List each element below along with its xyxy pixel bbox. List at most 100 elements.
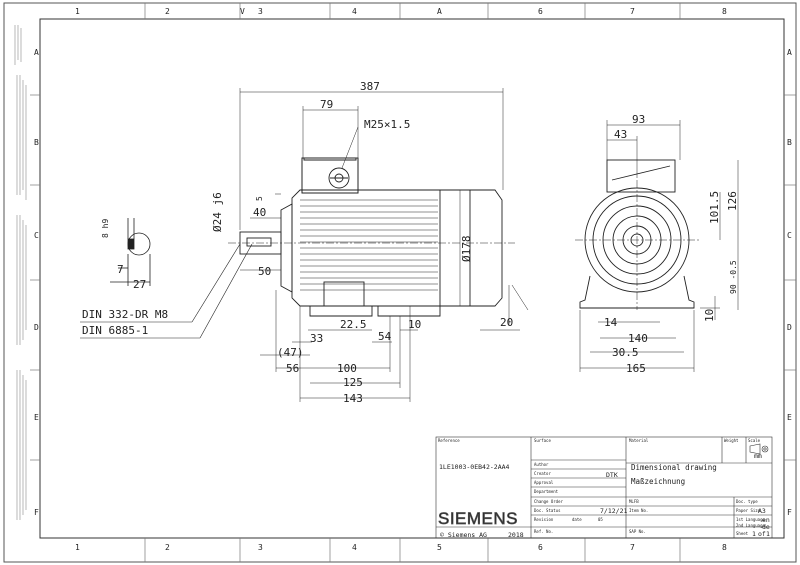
tb-surface-label: Surface — [534, 438, 551, 443]
tb-revision-label: Revision — [534, 517, 554, 522]
tb-copyright: © Siemens AG — [440, 531, 487, 539]
col-label-bottom-2: 2 — [165, 543, 170, 552]
tb-author-label: Author — [534, 462, 549, 467]
tb-lang2-label: 2nd Language — [736, 523, 765, 528]
dim-key-width: 8 h9 — [101, 219, 110, 238]
tb-creator-value: DTK — [606, 471, 618, 479]
col-label-top-3: 3 — [258, 7, 263, 16]
callout-key-standard: DIN 6885-1 — [82, 324, 148, 337]
dim-22-5: 22.5 — [340, 318, 367, 331]
dim-125: 125 — [343, 376, 363, 389]
tb-lang1: en — [762, 516, 770, 524]
col-label-top-5: A — [437, 7, 442, 16]
shaft-section — [110, 218, 151, 286]
col-label-top-7: 7 — [630, 7, 635, 16]
dim-overall-length: 387 — [360, 80, 380, 93]
col-label-top-6: 6 — [538, 7, 543, 16]
tb-creator-label: Creator — [534, 471, 551, 476]
dim-terminal-box-width: 79 — [320, 98, 333, 111]
tb-sheet-label: Sheet — [736, 531, 749, 536]
drive-end-shield — [280, 203, 293, 293]
legal-margin-text — [14, 25, 27, 520]
col-label-bottom-5: 5 — [437, 543, 442, 552]
row-label-left-d: D — [34, 323, 39, 332]
col-label-bottom-8: 8 — [722, 543, 727, 552]
zone-mark-top: V — [240, 7, 245, 16]
dim-100: 100 — [337, 362, 357, 375]
dim-shoulder: 5 — [255, 196, 264, 201]
tb-sheet-number: 1 — [752, 530, 756, 538]
zone-ticks — [30, 3, 796, 562]
col-label-top-4: 4 — [352, 7, 357, 16]
dim-key-depth: 7 — [117, 263, 124, 276]
dim-shaft-diameter: Ø24 j6 — [211, 192, 224, 232]
tb-scale-label: Scale — [748, 438, 761, 443]
col-label-bottom-1: 1 — [75, 543, 80, 552]
col-label-top-1: 1 — [75, 7, 80, 16]
fan-cover — [440, 189, 503, 307]
dim-165: 165 — [626, 362, 646, 375]
tb-change-order-label: Change Order — [534, 499, 563, 504]
terminal-box-outline — [301, 157, 359, 194]
tb-doc-type-label: Doc. type — [736, 499, 758, 504]
dim-10-end: 10 — [703, 309, 716, 322]
title-block — [435, 436, 773, 539]
tb-index-label: 05 — [598, 517, 603, 522]
tb-mlfb-label: MLFB — [629, 499, 639, 504]
dim-20: 20 — [500, 316, 513, 329]
row-label-right-a: A — [787, 48, 792, 57]
dim-key-length: 40 — [253, 206, 266, 219]
terminal-box — [301, 157, 359, 194]
tb-ref-no-label: Ref. No. — [534, 529, 553, 534]
col-label-bottom-6: 6 — [538, 543, 543, 552]
end-dimension-lines — [579, 120, 739, 372]
col-label-bottom-3: 3 — [258, 543, 263, 552]
dim-section-width: 27 — [133, 278, 146, 291]
dim-30-5: 30.5 — [612, 346, 639, 359]
tb-lang1-label: 1st Language — [736, 517, 765, 522]
tb-year: 2018 — [508, 531, 524, 539]
row-label-right-b: B — [787, 138, 792, 147]
tb-title-de: Maßzeichnung — [631, 477, 685, 486]
projection-symbol-icon — [749, 443, 769, 455]
dim-140: 140 — [628, 332, 648, 345]
row-label-right-c: C — [787, 231, 792, 240]
col-label-top-2: 2 — [165, 7, 170, 16]
dim-93: 93 — [632, 113, 645, 126]
mounting-feet — [309, 306, 441, 317]
tb-item-no-label: Item No. — [629, 508, 648, 513]
row-label-left-f: F — [34, 508, 39, 517]
dim-47: (47) — [277, 346, 304, 359]
dim-54: 54 — [378, 330, 392, 343]
col-label-bottom-4: 4 — [352, 543, 357, 552]
tb-lang2: de — [762, 523, 770, 531]
inner-frame — [39, 18, 785, 539]
row-label-left-e: E — [34, 413, 39, 422]
dim-shaft-length: 50 — [258, 265, 271, 278]
col-label-bottom-7: 7 — [630, 543, 635, 552]
dim-101-5: 101.5 — [708, 191, 721, 224]
tb-doc-status-label: Doc. Status — [534, 508, 561, 513]
dim-10-side: 10 — [408, 318, 421, 331]
row-label-right-d: D — [787, 323, 792, 332]
tb-of-label: of — [758, 530, 766, 538]
foot-pad — [323, 281, 365, 307]
tb-date-label: date — [572, 517, 582, 522]
tb-department-label: Department — [534, 489, 559, 494]
dim-43: 43 — [614, 128, 627, 141]
dim-33: 33 — [310, 332, 323, 345]
tb-reference-label: Reference — [438, 438, 460, 443]
cable-gland — [328, 167, 350, 189]
end-view — [575, 159, 700, 310]
dim-cable-gland-thread: M25×1.5 — [364, 118, 410, 131]
dim-126: 126 — [726, 191, 739, 211]
tb-sap-label: SAP No. — [629, 529, 646, 534]
siemens-logo: SIEMENS — [438, 509, 518, 528]
tb-approval-label: Approval — [534, 480, 554, 485]
tb-paper-size-label: Paper Size — [736, 508, 761, 513]
tb-sheets-total: 1 — [766, 530, 770, 538]
tb-date-value: 7/12/21 — [600, 507, 627, 515]
row-label-left-a: A — [34, 48, 39, 57]
row-label-right-e: E — [787, 413, 792, 422]
side-view — [228, 157, 515, 317]
